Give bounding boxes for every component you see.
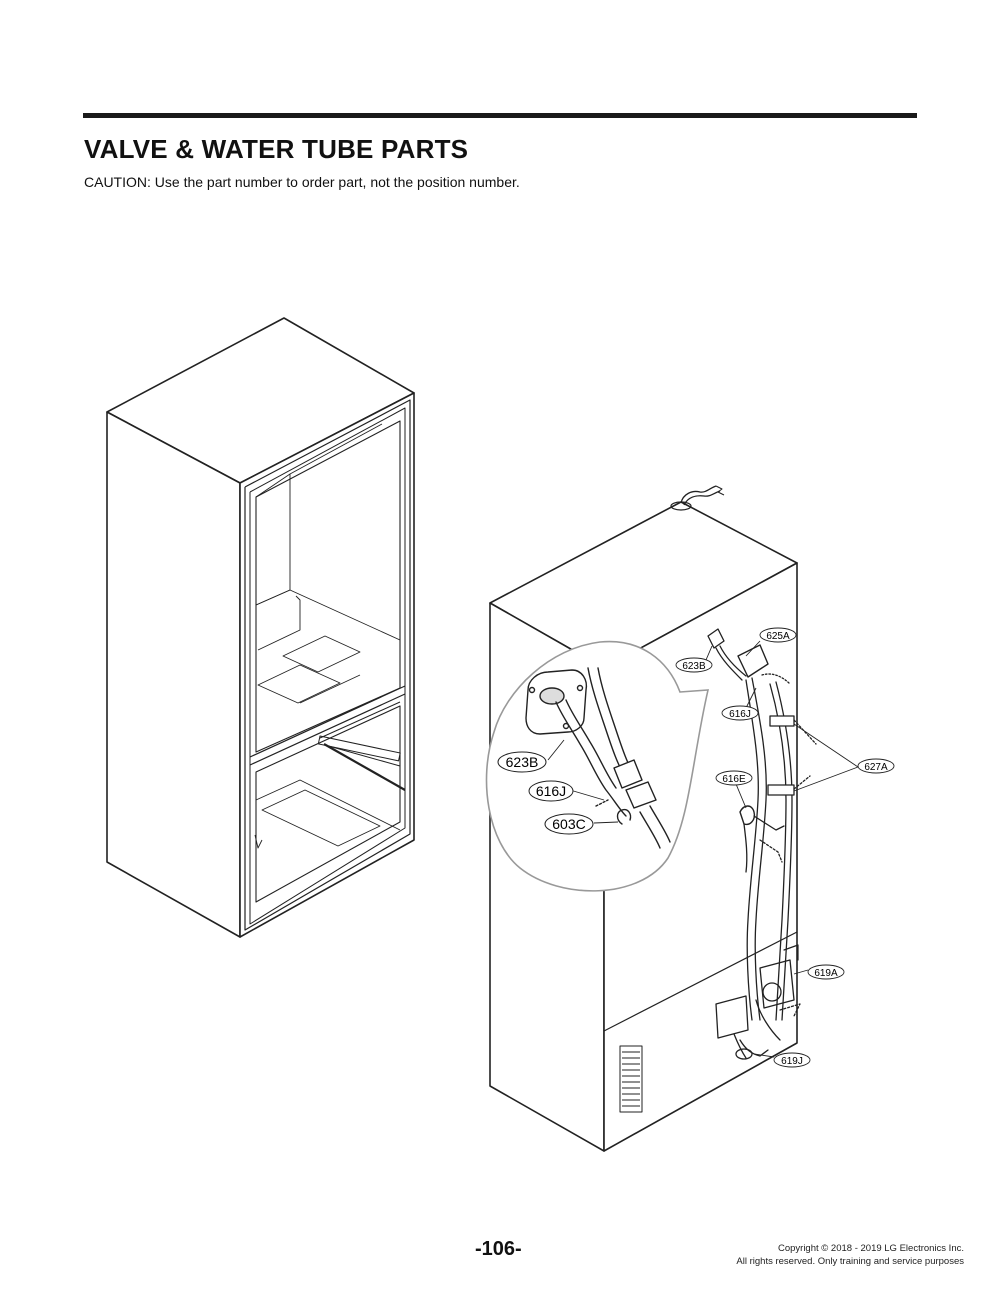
callout-623B-label: 623B xyxy=(682,661,706,672)
callout-625A: 625A xyxy=(759,627,797,643)
copyright-line-2: All rights reserved. Only training and s… xyxy=(736,1256,964,1267)
callout-619A: 619A xyxy=(807,964,845,980)
detail-callout-603C-label: 603C xyxy=(552,816,585,832)
callout-623B: 623B xyxy=(675,657,713,673)
copyright-line-1: Copyright © 2018 - 2019 LG Electronics I… xyxy=(777,1243,964,1254)
detail-callout-623B-label: 623B xyxy=(506,754,539,770)
detail-callout-616J: 616J xyxy=(528,780,574,802)
page-number: -106- xyxy=(475,1238,522,1260)
callout-616J: 616J xyxy=(721,705,759,721)
caution-note: CAUTION: Use the part number to order pa… xyxy=(84,174,520,190)
callout-619J: 619J xyxy=(773,1052,811,1068)
callout-627A-label: 627A xyxy=(864,762,888,773)
callout-619A-label: 619A xyxy=(814,968,838,979)
callout-619J-label: 619J xyxy=(781,1056,803,1067)
detail-callout-603C: 603C xyxy=(544,813,594,835)
page-title: VALVE & WATER TUBE PARTS xyxy=(84,134,469,164)
callout-616E: 616E xyxy=(715,770,753,786)
callout-616J-label: 616J xyxy=(729,709,751,720)
callout-625A-label: 625A xyxy=(766,631,790,642)
leader-lines xyxy=(547,640,859,1058)
water-tube-assembly xyxy=(707,628,817,1060)
callout-627A: 627A xyxy=(857,758,895,774)
detail-callout-616J-label: 616J xyxy=(536,783,566,799)
callout-616E-label: 616E xyxy=(722,774,746,785)
detail-bubble xyxy=(485,640,710,892)
detail-callout-623B: 623B xyxy=(497,751,547,773)
front-cabinet xyxy=(106,317,415,938)
copyright-notice: Copyright © 2018 - 2019 LG Electronics I… xyxy=(736,1242,964,1268)
header-rule xyxy=(83,113,917,118)
